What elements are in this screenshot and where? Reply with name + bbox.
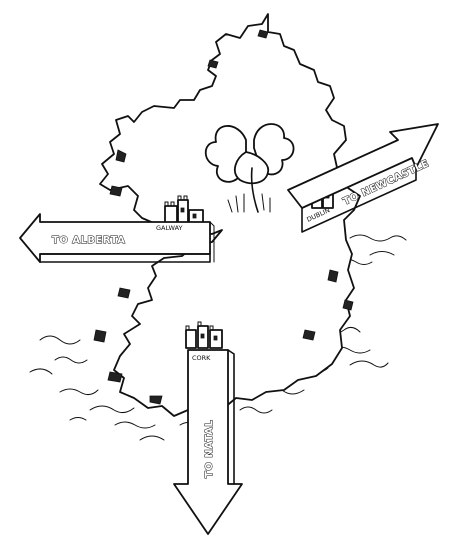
shamrock-icon [204,123,295,213]
arrow-to-alberta: TO ALBERTA GALWAY [19,213,215,263]
coast-shading [93,29,354,405]
galway-castle [164,195,204,225]
city-label-galway: GALWAY [156,224,183,232]
arrow-label-natal: TO NATAL [204,420,215,478]
cork-buildings [185,321,223,349]
arrow-to-natal: TO NATAL CORK [173,349,243,535]
arrow-label-alberta: TO ALBERTA [52,235,125,246]
city-label-cork: CORK [192,354,211,362]
